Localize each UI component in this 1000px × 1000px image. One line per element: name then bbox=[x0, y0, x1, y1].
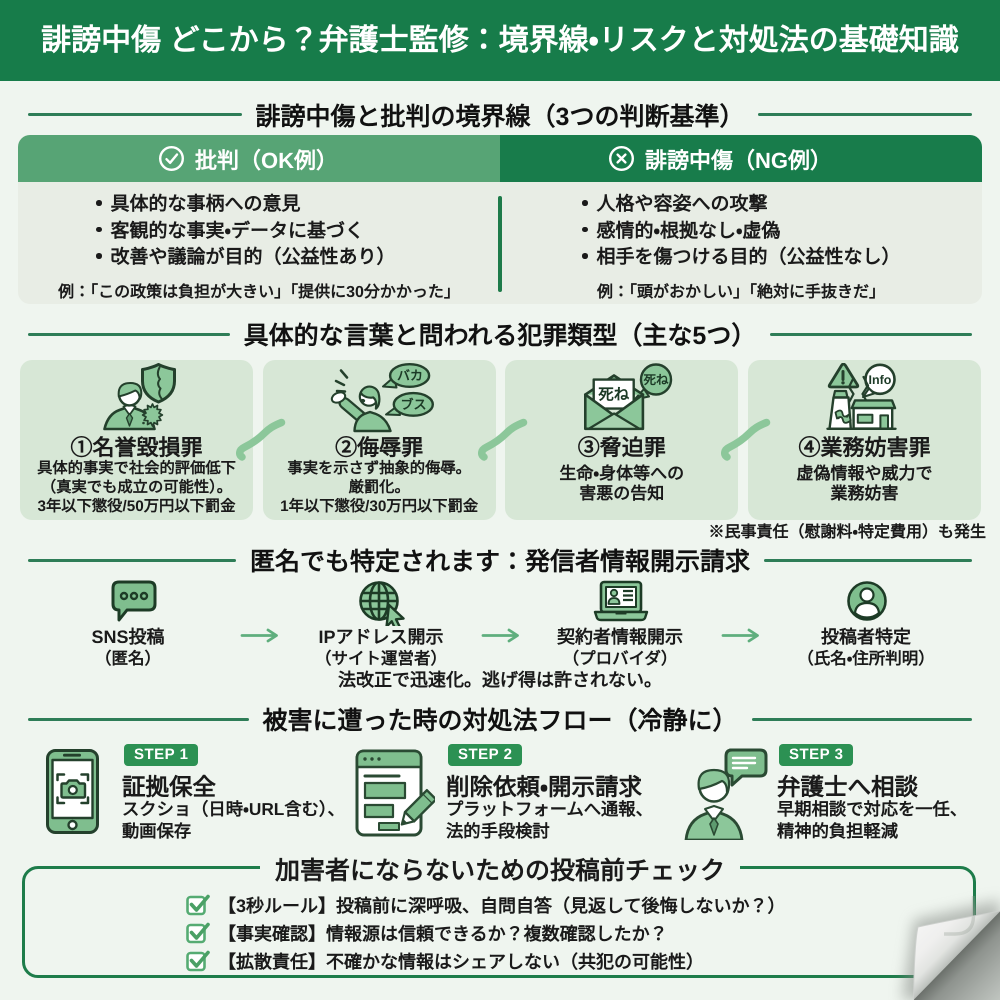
svg-text:バカ: バカ bbox=[397, 368, 423, 383]
svg-text:ブス: ブス bbox=[400, 397, 426, 412]
svg-text:死ね: 死ね bbox=[597, 387, 630, 404]
svg-text:Info: Info bbox=[869, 373, 892, 387]
svg-text:死ね: 死ね bbox=[643, 373, 670, 387]
